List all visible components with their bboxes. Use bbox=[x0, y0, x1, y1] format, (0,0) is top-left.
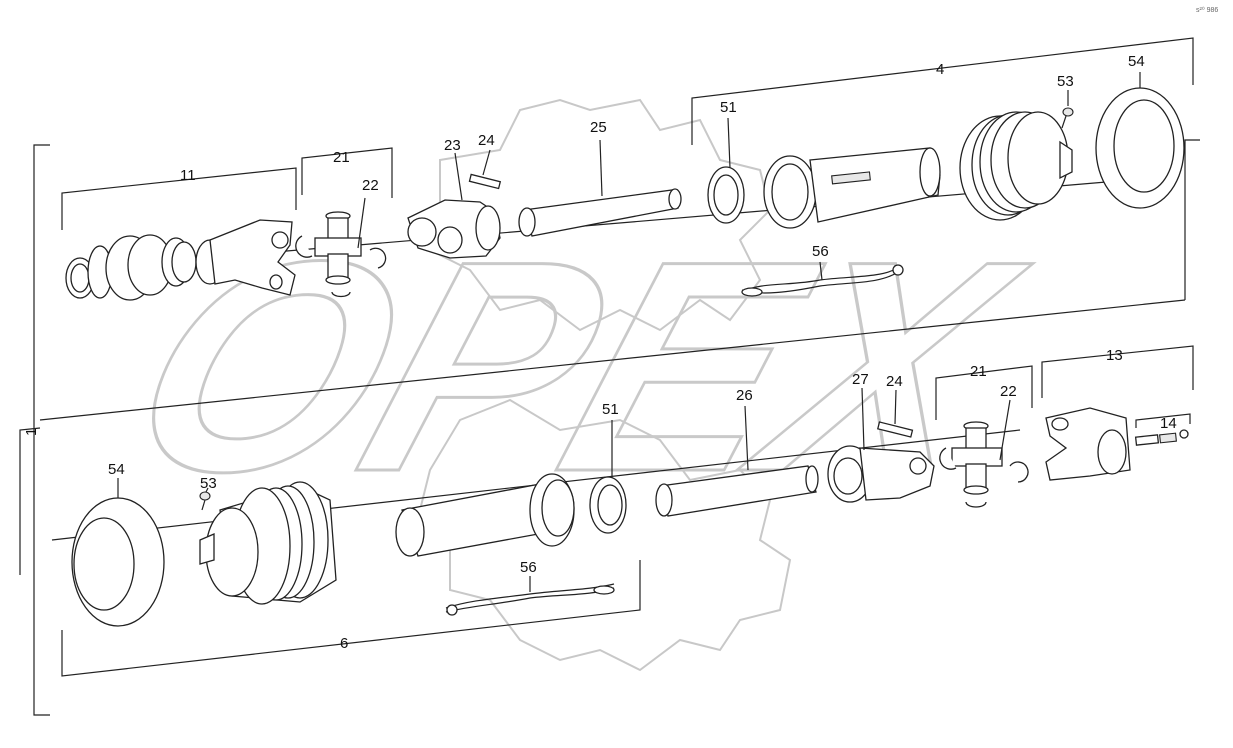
part-14-pin-spring bbox=[1134, 429, 1189, 446]
part-54-cap-upper bbox=[1095, 72, 1185, 209]
callout-51-lower: 51 bbox=[602, 401, 619, 418]
part-11-yoke bbox=[195, 219, 296, 296]
callout-54-upper: 54 bbox=[1128, 53, 1145, 70]
part-21-cross-lower bbox=[939, 421, 1003, 508]
part-56-chain-lower bbox=[445, 576, 615, 616]
bracket-11 bbox=[61, 167, 297, 230]
callout-22-lower: 22 bbox=[1000, 383, 1017, 400]
part-51-bearing-lower bbox=[589, 420, 627, 534]
upper-divider-line bbox=[39, 299, 1186, 421]
part-53-screw-lower bbox=[199, 487, 211, 511]
part-24-pin-lower bbox=[876, 389, 914, 438]
callout-24-upper: 24 bbox=[478, 132, 495, 149]
part-13-yoke bbox=[1045, 407, 1131, 481]
part-11-seal-rings bbox=[65, 234, 197, 301]
callout-27-lower: 27 bbox=[852, 371, 869, 388]
part-cover-bellows-upper bbox=[959, 111, 1073, 221]
callout-21-lower: 21 bbox=[970, 363, 987, 380]
bracket-21-upper bbox=[301, 147, 393, 198]
part-51-bearing-upper bbox=[707, 117, 745, 224]
bracket-14 bbox=[1135, 413, 1191, 428]
label-assembly-6: 6 bbox=[340, 635, 348, 652]
part-cover-bellows-lower bbox=[199, 481, 337, 605]
callout-14-lower: 14 bbox=[1160, 415, 1177, 432]
callout-21-upper: 21 bbox=[333, 149, 350, 166]
upper-right-bracket bbox=[1184, 139, 1200, 300]
callout-13-lower: 13 bbox=[1106, 347, 1123, 364]
callout-23-upper: 23 bbox=[444, 137, 461, 154]
label-assembly-4: 4 bbox=[936, 61, 944, 78]
corner-code: s²⁰ 986 bbox=[1196, 6, 1218, 14]
part-26-tube bbox=[655, 405, 819, 517]
part-24-pin bbox=[468, 149, 502, 190]
callout-11: 11 bbox=[180, 167, 196, 184]
callout-24-lower: 24 bbox=[886, 373, 903, 390]
lower-bracket-6: 6 bbox=[61, 560, 641, 677]
part-outer-tube-lower bbox=[395, 473, 575, 557]
label-assembly-1: 1 bbox=[23, 428, 40, 436]
upper-bracket-4: 4 bbox=[691, 37, 1194, 145]
part-56-chain-upper bbox=[741, 261, 904, 297]
part-outer-tube-upper bbox=[763, 147, 941, 229]
part-21-cross bbox=[295, 211, 362, 298]
part-23-yoke bbox=[407, 152, 501, 259]
part-25-tube bbox=[518, 139, 682, 237]
callout-51-upper: 51 bbox=[720, 99, 737, 116]
callout-56-lower: 56 bbox=[520, 559, 537, 576]
callout-25-upper: 25 bbox=[590, 119, 607, 136]
callout-56-upper: 56 bbox=[812, 243, 829, 260]
part-54-cap-lower bbox=[71, 478, 165, 627]
part-22-circlip bbox=[357, 197, 387, 269]
part-27-yoke bbox=[827, 387, 935, 503]
part-22-circlip-lower bbox=[999, 399, 1029, 483]
bracket-21-lower bbox=[935, 365, 1033, 420]
callout-53-upper: 53 bbox=[1057, 73, 1074, 90]
callout-54-lower: 54 bbox=[108, 461, 125, 478]
callout-53-lower: 53 bbox=[200, 475, 217, 492]
part-53-screw-upper bbox=[1061, 90, 1074, 129]
bracket-13 bbox=[1041, 345, 1194, 398]
callout-22-upper: 22 bbox=[362, 177, 379, 194]
callout-26-lower: 26 bbox=[736, 387, 753, 404]
outer-bracket: 1 bbox=[23, 144, 50, 716]
lower-left-bracket bbox=[19, 427, 41, 575]
